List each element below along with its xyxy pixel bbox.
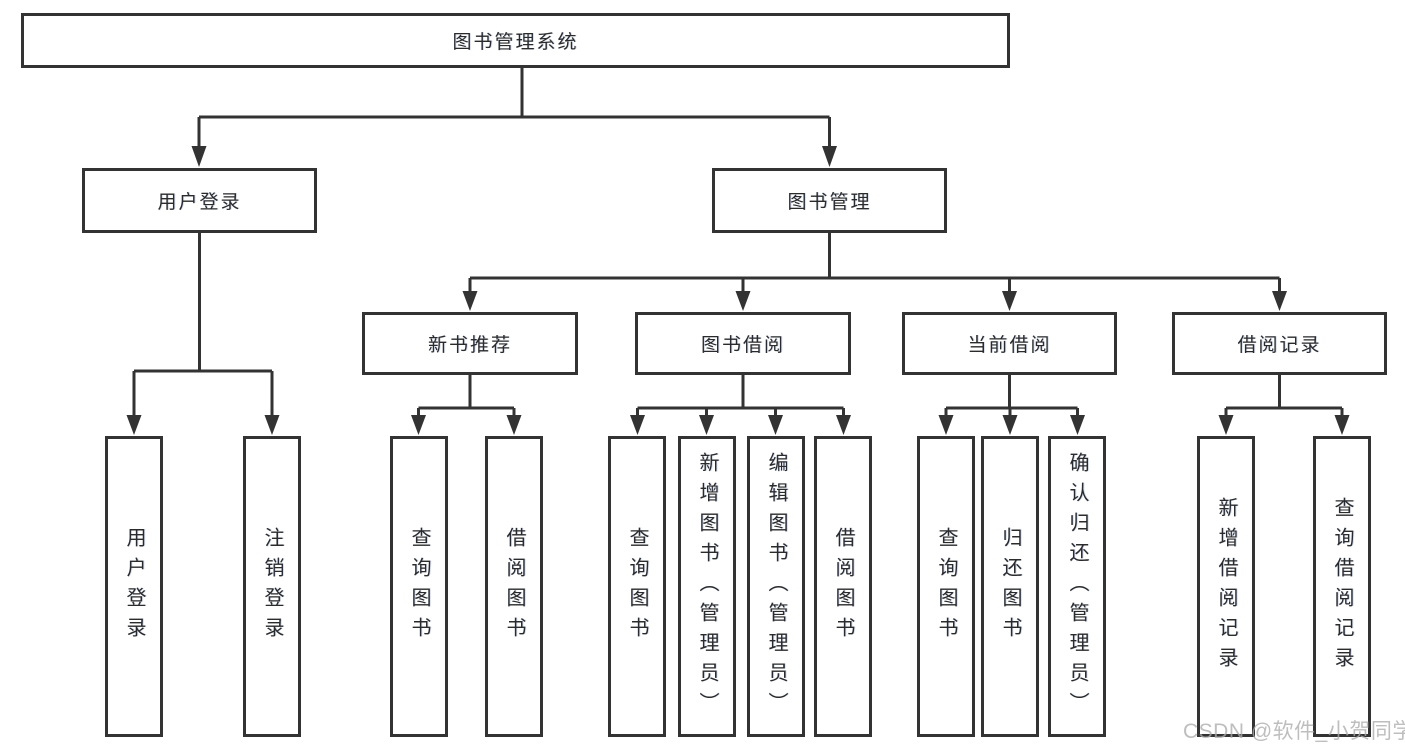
leaf-borrow-books-borrowing: 借阅图书: [814, 436, 872, 737]
arrowheads: [126, 146, 1350, 435]
leaf-edit-books-admin: 编辑图书（管理员）: [747, 436, 805, 737]
leaf-add-borrow-record: 新增借阅记录: [1197, 436, 1255, 737]
node-user-login: 用户登录: [82, 168, 317, 233]
node-borrowing-records: 借阅记录: [1172, 312, 1387, 375]
leaf-query-books-current: 查询图书: [917, 436, 975, 737]
node-book-borrowing: 图书借阅: [635, 312, 851, 375]
node-book-management: 图书管理: [712, 168, 947, 233]
leaf-query-books-borrowing: 查询图书: [608, 436, 666, 737]
node-current-borrowing: 当前借阅: [902, 312, 1117, 375]
leaf-borrow-books-recommend: 借阅图书: [485, 436, 543, 737]
leaf-query-books-recommend: 查询图书: [390, 436, 448, 737]
leaf-logout: 注销登录: [243, 436, 301, 737]
csdn-watermark: CSDN @软件_小贺同学: [1183, 720, 1405, 743]
leaf-user-login: 用户登录: [105, 436, 163, 737]
node-new-book-recommendation: 新书推荐: [362, 312, 578, 375]
node-library-management-system: 图书管理系统: [21, 13, 1010, 68]
leaf-add-books-admin: 新增图书（管理员）: [678, 436, 736, 737]
leaf-confirm-return-admin: 确认归还（管理员）: [1048, 436, 1106, 737]
leaf-return-books: 归还图书: [981, 436, 1039, 737]
leaf-query-borrow-record: 查询借阅记录: [1313, 436, 1371, 737]
